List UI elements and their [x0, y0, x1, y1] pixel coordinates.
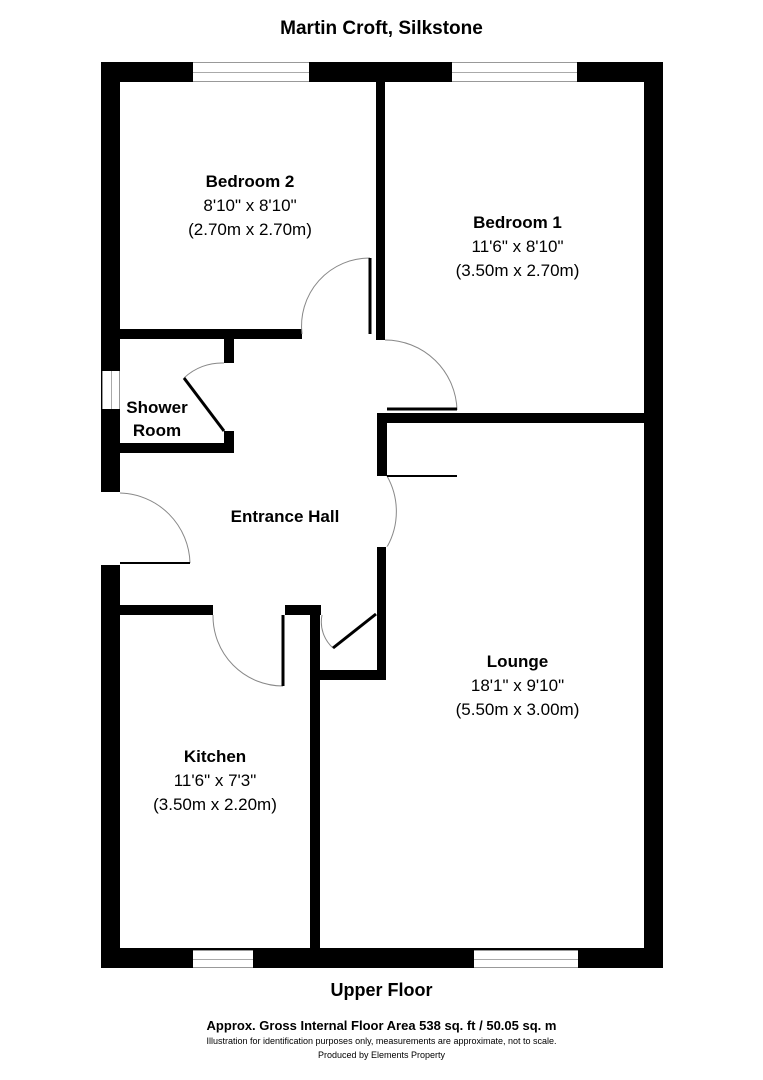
- door-arc-front: [119, 492, 191, 564]
- room-kitchen: Kitchen 11'6" x 7'3" (3.50m x 2.20m): [120, 745, 310, 817]
- door-leaf-cupboard: [332, 612, 377, 650]
- window-lounge: [474, 950, 578, 968]
- room-metric: (2.70m x 2.70m): [188, 220, 312, 239]
- wall-shower-bottom: [101, 443, 234, 453]
- room-metric: (5.50m x 3.00m): [455, 700, 580, 719]
- outer-wall-right: [644, 62, 663, 968]
- room-lounge: Lounge 18'1" x 9'10" (5.50m x 3.00m): [395, 650, 640, 722]
- wall-bedroom1-bottom: [385, 413, 647, 423]
- room-bedroom-1: Bedroom 1 11'6" x 8'10" (3.50m x 2.70m): [395, 211, 640, 283]
- room-metric: (3.50m x 2.20m): [153, 795, 277, 814]
- wall-shower-stub-top: [224, 339, 234, 363]
- door-arc-cupboard: [320, 614, 334, 649]
- disclaimer: Illustration for identification purposes…: [206, 1036, 557, 1046]
- room-name: Lounge: [486, 652, 549, 671]
- door-arc-bedroom-2: [301, 257, 371, 335]
- wall-bedroom2-bottom: [101, 329, 302, 339]
- room-name: Bedroom 2: [205, 172, 295, 191]
- door-arc-shower: [183, 362, 225, 379]
- wall-bedrooms-divider: [376, 62, 385, 340]
- room-imperial: 8'10" x 8'10": [203, 196, 297, 215]
- wall-hall-right-lower: [377, 547, 386, 680]
- room-name-line-2: Room: [132, 421, 182, 440]
- producer-credit: Produced by Elements Property: [317, 1050, 446, 1060]
- wall-shower-stub-bottom: [224, 431, 234, 453]
- wall-hall-right-upper: [377, 413, 387, 476]
- room-imperial: 11'6" x 8'10": [471, 237, 564, 256]
- room-imperial: 18'1" x 9'10": [470, 676, 565, 695]
- room-name-line-1: Shower: [126, 398, 188, 417]
- floor-label: Upper Floor: [330, 980, 433, 1000]
- wall-kitchen-top-right: [285, 605, 321, 615]
- wall-kitchen-lounge-divider: [310, 605, 320, 968]
- room-imperial: 11'6" x 7'3": [173, 771, 257, 790]
- window-bedroom-1: [452, 62, 577, 82]
- window-kitchen: [193, 950, 253, 968]
- room-metric: (3.50m x 2.70m): [455, 261, 580, 280]
- room-bedroom-2: Bedroom 2 8'10" x 8'10" (2.70m x 2.70m): [130, 170, 370, 242]
- door-arc-bedroom-1: [384, 339, 458, 411]
- room-name: Kitchen: [183, 747, 247, 766]
- floor-area: Approx. Gross Internal Floor Area 538 sq…: [206, 1018, 557, 1033]
- room-name: Entrance Hall: [230, 507, 340, 526]
- door-arc-kitchen: [212, 614, 284, 687]
- room-entrance-hall: Entrance Hall: [200, 505, 370, 529]
- door-leaf-shower: [182, 377, 226, 432]
- wall-kitchen-top-left: [101, 605, 213, 615]
- room-shower-room: Shower Room: [117, 396, 197, 442]
- outer-wall-left-lower: [101, 565, 120, 968]
- plan-title: Martin Croft, Silkstone: [280, 18, 483, 39]
- window-bedroom-2: [193, 62, 309, 82]
- door-arc-lounge: [386, 475, 397, 548]
- room-name: Bedroom 1: [473, 213, 562, 232]
- wall-cupboard-bottom: [310, 670, 386, 680]
- window-shower-room: [102, 371, 120, 409]
